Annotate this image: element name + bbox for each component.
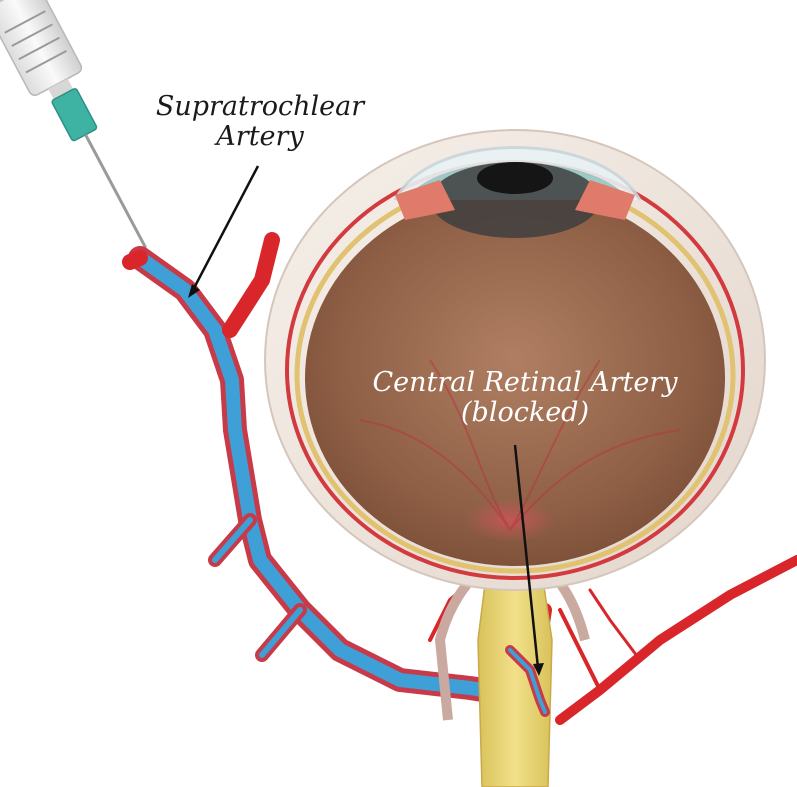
optic-nerve <box>440 560 585 787</box>
eyeball-icon <box>265 130 765 590</box>
central-retinal-label-line1: Central Retinal Artery <box>335 368 715 398</box>
supratrochlear-artery-label: Supratrochlear Artery <box>140 92 380 151</box>
supratrochlear-label-line1: Supratrochlear <box>140 92 380 122</box>
supratrochlear-label-line2: Artery <box>140 122 380 152</box>
central-retinal-artery-label: Central Retinal Artery (blocked) <box>335 368 715 427</box>
central-retinal-label-line2: (blocked) <box>335 398 715 428</box>
supratrochlear-pointer <box>193 166 258 290</box>
